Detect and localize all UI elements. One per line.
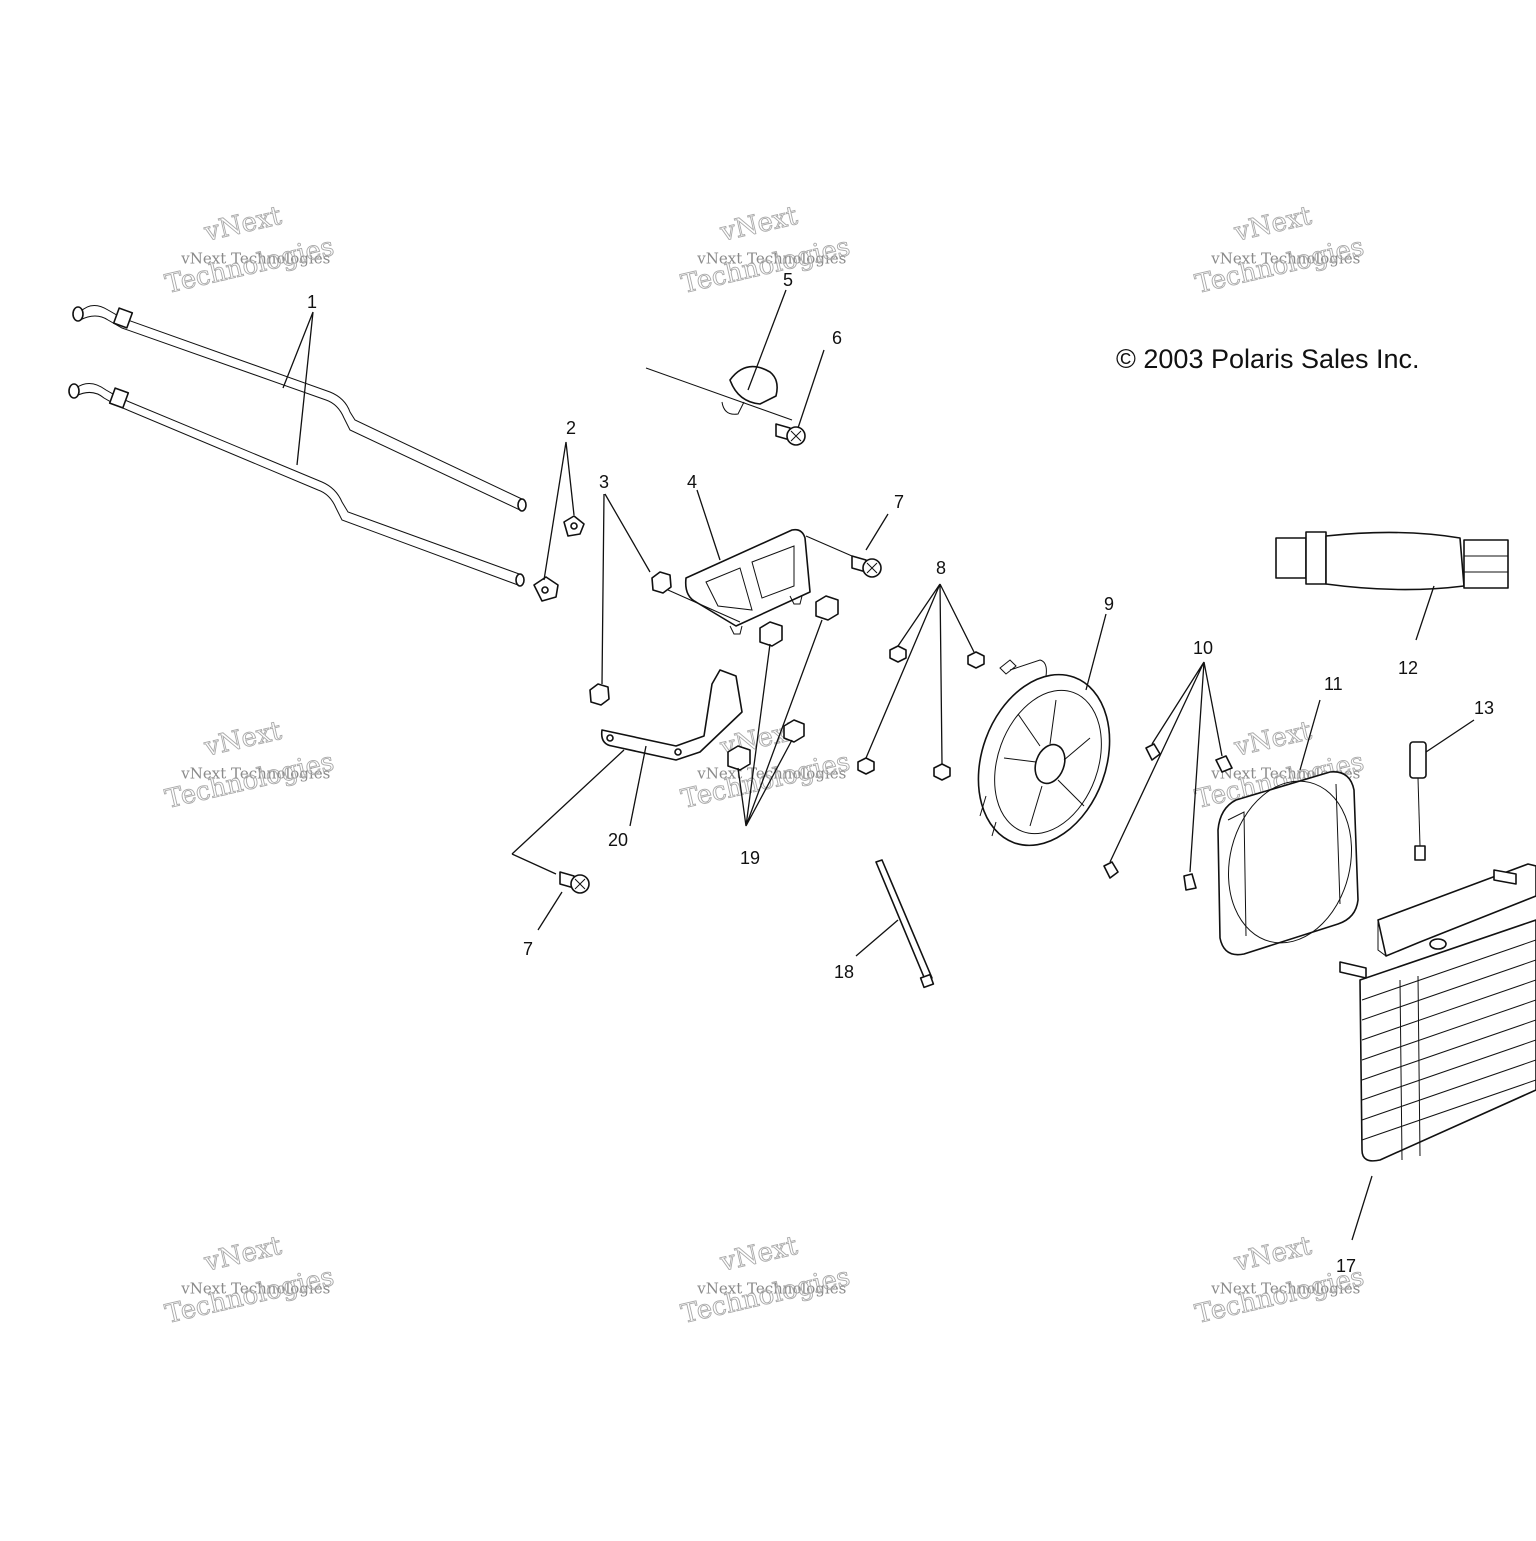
watermark-line2: vNext Technologies: [180, 1279, 330, 1297]
part-12-wiring-harness: [1275, 531, 1509, 591]
part-20-guide-lines: [511, 749, 625, 875]
watermark-line3: Technologies: [1192, 232, 1366, 300]
leader-19: [737, 619, 823, 827]
callout-19: 19: [740, 848, 760, 868]
watermark-line1: vNext: [1231, 716, 1315, 763]
watermark-line3: Technologies: [678, 1262, 852, 1330]
part-13-temperature-sensor: [1409, 741, 1427, 861]
watermark-line1: vNext: [201, 201, 285, 248]
watermark-line1: vNext: [717, 201, 801, 248]
watermark-line1: vNext: [1231, 201, 1315, 248]
part-18-cable-tie: [875, 859, 935, 989]
leader-1: [282, 311, 314, 466]
watermark-line2: vNext Technologies: [696, 249, 846, 267]
part-4-bracket-plate: [684, 528, 811, 635]
watermark-line1: vNext: [717, 1231, 801, 1278]
leader-7-upper: [865, 513, 889, 551]
callout-17: 17: [1336, 1256, 1356, 1276]
callout-7-lower: 7: [523, 939, 533, 959]
part-20-support-bracket: [600, 669, 743, 761]
watermark-line2: vNext Technologies: [696, 764, 846, 782]
callout-10: 10: [1193, 638, 1213, 658]
watermark-top-left: vNext vNext Technologies Technologies: [162, 200, 337, 300]
watermark-mid-left: vNext vNext Technologies Technologies: [162, 715, 337, 815]
part-11-fan-shroud: [1217, 771, 1359, 956]
leader-7-lower: [537, 891, 563, 931]
callout-7-upper: 7: [894, 492, 904, 512]
watermark-line2: vNext Technologies: [696, 1279, 846, 1297]
part-9-cooling-fan: [977, 659, 1111, 847]
copyright-notice: © 2003 Polaris Sales Inc.: [1116, 344, 1420, 374]
leader-13: [1425, 719, 1475, 753]
leader-3: [601, 493, 651, 685]
part-17-oil-cooler: [1339, 863, 1536, 1162]
watermark-line3: Technologies: [162, 747, 336, 815]
callout-20: 20: [608, 830, 628, 850]
part-10-clips: [1103, 743, 1233, 891]
watermark-line3: Technologies: [678, 747, 852, 815]
leader-4: [696, 489, 721, 561]
callout-2: 2: [566, 418, 576, 438]
part-5-hose-clip: [645, 365, 793, 421]
leader-8: [865, 583, 975, 765]
callout-6: 6: [832, 328, 842, 348]
watermark-line1: vNext: [201, 716, 285, 763]
leader-11: [1299, 699, 1321, 771]
part-2-hose-clamps: [533, 515, 585, 602]
watermark-line2: vNext Technologies: [1210, 1279, 1360, 1297]
watermark-top-center: vNext vNext Technologies Technologies: [678, 200, 853, 300]
callout-9: 9: [1104, 594, 1114, 614]
watermark-line2: vNext Technologies: [1210, 249, 1360, 267]
part-7-screw-upper: [851, 555, 882, 578]
part-19-rubber-mounts: [727, 595, 839, 771]
watermark-line3: Technologies: [162, 1262, 336, 1330]
leader-5: [747, 289, 787, 391]
watermark-line3: Technologies: [678, 232, 852, 300]
callout-13: 13: [1474, 698, 1494, 718]
part-1-cooler-lines: [68, 305, 527, 587]
watermark-line3: Technologies: [162, 232, 336, 300]
leader-2: [543, 441, 575, 581]
watermark-line1: vNext: [201, 1231, 285, 1278]
part-3-nuts: [589, 571, 672, 706]
leader-9: [1085, 613, 1107, 691]
callout-3: 3: [599, 472, 609, 492]
leader-10: [1109, 661, 1223, 873]
leader-17: [1351, 1175, 1373, 1241]
watermark-bottom-center: vNext vNext Technologies Technologies: [678, 1230, 853, 1330]
callout-11: 11: [1324, 674, 1343, 694]
callout-8: 8: [936, 558, 946, 578]
watermark-line2: vNext Technologies: [180, 249, 330, 267]
watermark-top-right: vNext vNext Technologies Technologies: [1192, 200, 1367, 300]
watermark-line1: vNext: [1231, 1231, 1315, 1278]
leader-6: [797, 349, 825, 429]
callout-12: 12: [1398, 658, 1418, 678]
watermark-bottom-left: vNext vNext Technologies Technologies: [162, 1230, 337, 1330]
leader-18: [855, 919, 899, 957]
callout-5: 5: [783, 270, 793, 290]
part-8-fan-nuts: [857, 645, 985, 781]
watermark-mid-center: vNext vNext Technologies Technologies: [678, 715, 853, 815]
watermark-bottom-right: vNext vNext Technologies Technologies: [1192, 1230, 1367, 1330]
part-4-guide-lines: [667, 535, 853, 623]
watermark-line2: vNext Technologies: [180, 764, 330, 782]
callout-18: 18: [834, 962, 854, 982]
callout-4: 4: [687, 472, 697, 492]
leader-12: [1415, 585, 1435, 641]
callout-1: 1: [307, 292, 317, 312]
part-7-screw-lower: [559, 871, 590, 894]
part-6-screw: [775, 423, 806, 446]
leader-20: [629, 745, 647, 827]
